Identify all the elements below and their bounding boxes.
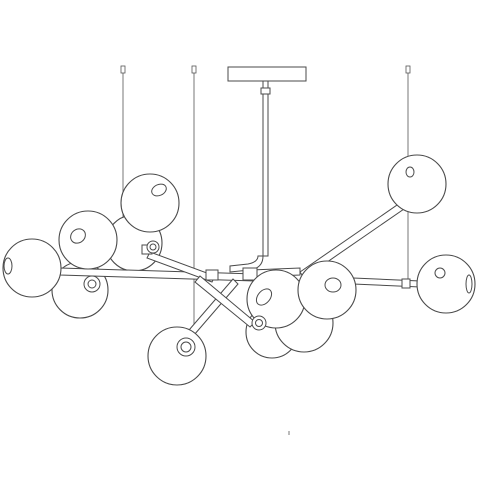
socket-upper-left-inner bbox=[149, 243, 157, 251]
globe-top-left bbox=[120, 173, 180, 233]
hub-joint-center bbox=[242, 267, 258, 281]
wire-clip-right bbox=[405, 65, 411, 74]
globe-far-right bbox=[416, 254, 476, 314]
front-globes bbox=[2, 154, 476, 386]
wire-clip-middle bbox=[191, 65, 197, 74]
globe-far-left-opening bbox=[3, 257, 13, 275]
globe-left bbox=[58, 210, 118, 270]
arm-left-upper bbox=[146, 251, 216, 283]
stem-collar bbox=[260, 87, 271, 95]
globe-center-opening bbox=[255, 288, 273, 306]
globe-far-right-opening bbox=[434, 267, 446, 279]
globe-upper-right-opening bbox=[405, 166, 415, 178]
hub-joint-left bbox=[205, 269, 219, 281]
ceiling-canopy bbox=[227, 66, 307, 82]
arm-joint-right bbox=[401, 278, 411, 289]
socket-center-inner bbox=[255, 319, 263, 327]
globe-center-right-opening bbox=[324, 277, 342, 293]
globe-left-opening bbox=[70, 228, 86, 244]
sockets bbox=[83, 240, 267, 331]
globe-bottom-left-socket-inner bbox=[180, 341, 192, 353]
socket-left-inner bbox=[87, 279, 97, 289]
canopy-assembly bbox=[227, 66, 307, 273]
globe-far-left bbox=[2, 238, 62, 298]
globe-far-right-rim bbox=[465, 274, 473, 294]
branch-arms bbox=[59, 202, 421, 343]
central-stem bbox=[262, 80, 269, 257]
arm-center-diagonal bbox=[194, 275, 256, 328]
globe-top-left-opening bbox=[151, 183, 167, 197]
globe-upper-right bbox=[387, 154, 447, 214]
globe-bottom-left bbox=[147, 326, 207, 386]
wire-clip-left bbox=[120, 65, 126, 74]
